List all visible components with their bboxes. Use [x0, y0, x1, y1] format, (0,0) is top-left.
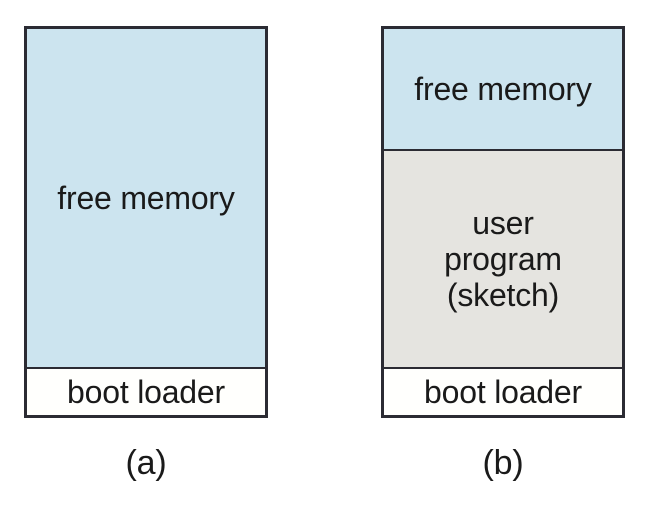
panel-caption-b: (b)	[482, 444, 524, 482]
memory-segment-free-memory-a: free memory	[27, 29, 265, 368]
memory-column-b: free memory user program (sketch) boot l…	[381, 26, 625, 418]
panel-caption-a: (a)	[125, 444, 167, 482]
memory-segment-label: boot loader	[424, 374, 582, 411]
memory-segment-free-memory-b: free memory	[384, 29, 622, 149]
memory-segment-user-program: user program (sketch)	[384, 148, 622, 368]
memory-segment-label: free memory	[57, 180, 235, 217]
memory-segment-boot-loader-a: boot loader	[27, 367, 265, 415]
memory-column-a: free memory boot loader	[24, 26, 268, 418]
memory-segment-boot-loader-b: boot loader	[384, 367, 622, 415]
memory-segment-label: user program (sketch)	[444, 204, 562, 314]
memory-segment-label: boot loader	[67, 374, 225, 411]
memory-segment-label: free memory	[414, 70, 592, 107]
